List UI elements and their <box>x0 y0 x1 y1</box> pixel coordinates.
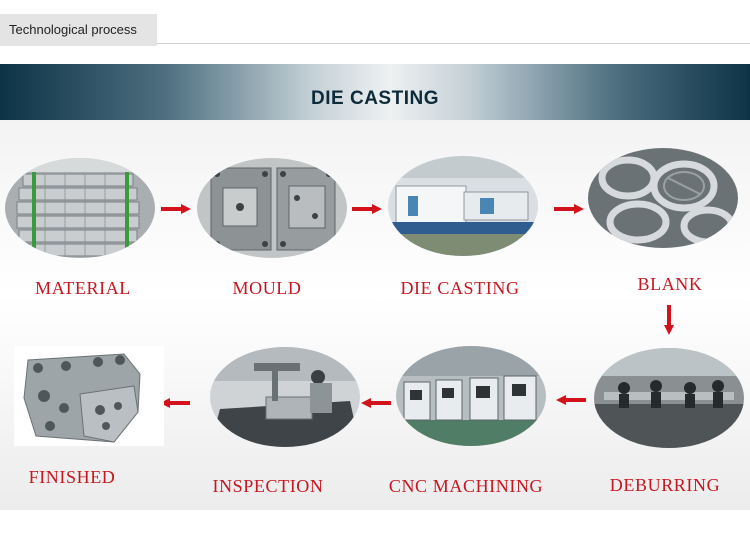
material-image <box>5 158 155 258</box>
step-die-casting-label: DIE CASTING <box>400 278 520 298</box>
top-header: Technological process <box>0 14 750 46</box>
step-blank-label: BLANK <box>637 274 703 294</box>
arrow-down-icon <box>664 305 674 335</box>
arrow-right-icon <box>161 204 191 214</box>
deburring-image <box>594 348 744 448</box>
step-cnc-machining-label: CNC MACHINING <box>388 476 544 496</box>
step-mould-label: MOULD <box>232 278 302 298</box>
finished-part-image <box>14 346 164 446</box>
banner: DIE CASTING <box>0 64 750 120</box>
arrow-left-icon <box>556 395 586 405</box>
section-tab[interactable]: Technological process <box>0 14 157 46</box>
cnc-machining-image <box>396 346 546 446</box>
step-deburring-label: DEBURRING <box>609 475 721 495</box>
arrow-left-icon <box>361 398 391 408</box>
mould-image <box>197 158 347 258</box>
banner-title: DIE CASTING <box>311 88 439 109</box>
header-divider <box>157 43 750 44</box>
arrow-right-icon <box>352 204 382 214</box>
step-material-label: MATERIAL <box>35 278 131 298</box>
arrow-left-icon <box>160 398 190 408</box>
die-casting-image <box>388 156 538 256</box>
blank-image <box>588 148 738 248</box>
step-inspection-label: INSPECTION <box>212 476 324 496</box>
inspection-image <box>210 347 360 447</box>
arrow-right-icon <box>554 204 584 214</box>
section-tab-label: Technological process <box>9 22 137 37</box>
step-finished-label: FINISHED <box>28 467 116 487</box>
